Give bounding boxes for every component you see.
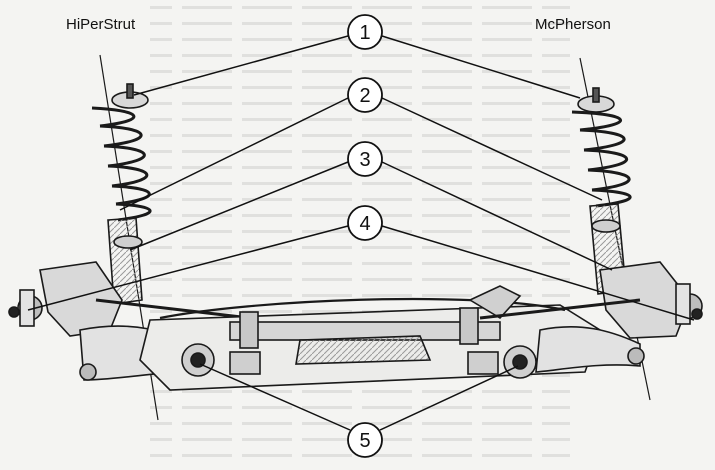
rack-boot-right (459, 307, 479, 345)
callout-1: 1 (347, 14, 383, 50)
leader-1-left (133, 35, 349, 96)
leader-3-right (381, 161, 613, 271)
hiperstrut-title: HiPerStrut (66, 16, 136, 33)
mcpherson-title: McPherson (535, 16, 611, 33)
leader-1-right (381, 35, 581, 99)
subframe-center-section (295, 335, 432, 365)
right-hub-nut (691, 308, 703, 320)
left-top-stud (126, 83, 134, 99)
left-knuckle (39, 261, 123, 337)
callout-5-number: 5 (359, 430, 370, 452)
leader-2-left (119, 97, 349, 211)
callout-4: 4 (347, 205, 383, 241)
right-subframe-mount (467, 351, 499, 375)
leader-4-right (381, 225, 695, 321)
left-brake-disc (19, 289, 35, 327)
right-lower-arm (535, 326, 641, 373)
anti-roll-bar (159, 297, 566, 320)
subframe-bracket (468, 285, 522, 320)
left-spring-seat (113, 235, 143, 249)
mcpherson-assembly (479, 57, 703, 401)
right-brake-disc (675, 283, 691, 325)
right-knuckle (599, 261, 691, 339)
callout-5: 5 (347, 422, 383, 458)
leader-lines (27, 35, 695, 431)
left-tie-rod (95, 298, 251, 320)
right-bushing (503, 345, 537, 379)
callout-2: 2 (347, 77, 383, 113)
callout-3-number: 3 (359, 149, 370, 171)
left-bushing (181, 343, 215, 377)
rack-boot-left (239, 311, 259, 349)
leader-5-right (379, 365, 519, 431)
leader-2-right (381, 97, 603, 201)
leader-5-left (199, 363, 351, 431)
callout-2-number: 2 (359, 85, 370, 107)
left-subframe-mount (229, 351, 261, 375)
right-ball-joint (627, 347, 645, 365)
subframe-assembly (139, 285, 601, 391)
leader-3-left (129, 161, 349, 251)
right-spring-seat (591, 219, 621, 233)
right-tie-rod (479, 298, 641, 320)
callout-1-number: 1 (359, 22, 370, 44)
left-ball-joint (79, 363, 97, 381)
callout-4-number: 4 (359, 213, 370, 235)
left-coil-spring (91, 106, 152, 222)
callout-3: 3 (347, 141, 383, 177)
right-top-stud (592, 87, 600, 103)
left-hub-nut (8, 306, 20, 318)
leader-4-left (27, 225, 349, 311)
